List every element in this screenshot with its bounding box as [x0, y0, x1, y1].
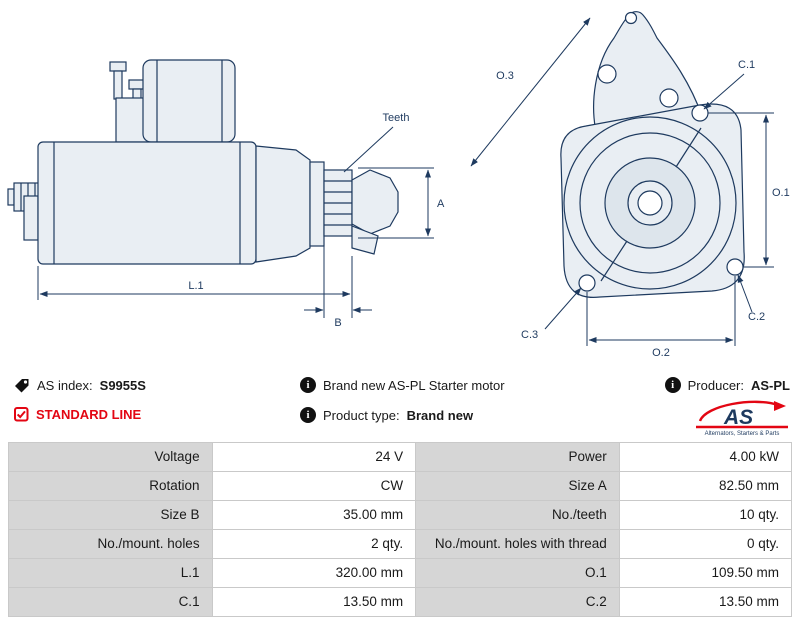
spec-table: Voltage 24 V Power 4.00 kW Rotation CW S…: [8, 442, 793, 617]
standard-line-label: STANDARD LINE: [36, 407, 142, 422]
brand-new-text: Brand new AS-PL Starter motor: [323, 377, 505, 393]
spec-label: O.1: [415, 558, 620, 588]
spec-label: Power: [415, 442, 620, 472]
spec-label: Size A: [415, 471, 620, 501]
spec-value: 320.00 mm: [211, 558, 417, 588]
spec-value: 0 qty.: [618, 529, 793, 559]
spec-label: No./mount. holes with thread: [415, 529, 620, 559]
producer-label: Producer:: [687, 377, 744, 393]
table-row: No./mount. holes 2 qty. No./mount. holes…: [8, 529, 793, 559]
standard-line-row: STANDARD LINE: [14, 407, 141, 422]
table-row: L.1 320.00 mm O.1 109.50 mm: [8, 558, 793, 588]
svg-text:AS: AS: [723, 406, 753, 429]
spec-value: 4.00 kW: [618, 442, 793, 472]
as-index-value: S9955S: [99, 377, 146, 393]
front-view-dimensions: [470, 17, 774, 346]
spec-value: CW: [211, 471, 417, 501]
tag-icon: [15, 379, 29, 393]
dim-label-c1: C.1: [738, 59, 755, 71]
table-row: Voltage 24 V Power 4.00 kW: [8, 442, 793, 472]
table-row: C.1 13.50 mm C.2 13.50 mm: [8, 587, 793, 617]
spec-value: 82.50 mm: [618, 471, 793, 501]
logo-subtext: Alternators, Starters & Parts: [705, 431, 780, 437]
spec-label: C.1: [8, 587, 213, 617]
dim-label-a: A: [437, 198, 445, 210]
producer-value: AS-PL: [751, 377, 790, 393]
spec-value: 109.50 mm: [618, 558, 793, 588]
starter-motor-diagram: Teeth A L.1 B O.3 O.1 O: [7, 11, 790, 359]
producer-row: i Producer: AS-PL: [664, 377, 790, 393]
spec-value: 2 qty.: [211, 529, 417, 559]
as-index-label: AS index:: [37, 377, 93, 393]
spec-label: C.2: [415, 587, 620, 617]
spec-label: No./teeth: [415, 500, 620, 530]
technical-drawings: Teeth A L.1 B O.3 O.1 O: [7, 11, 790, 359]
table-row: Size B 35.00 mm No./teeth 10 qty.: [8, 500, 793, 530]
dim-label-o3: O.3: [496, 70, 514, 82]
spec-label: Rotation: [8, 471, 213, 501]
dim-label-l1: L.1: [188, 280, 203, 292]
spec-value: 35.00 mm: [211, 500, 417, 530]
dim-label-o2: O.2: [652, 347, 670, 359]
spec-value: 10 qty.: [618, 500, 793, 530]
spec-label: Size B: [8, 500, 213, 530]
checkbox-icon: [14, 407, 29, 422]
spec-label: No./mount. holes: [8, 529, 213, 559]
dim-label-c2: C.2: [748, 311, 765, 323]
as-index-row: AS index: S9955S: [14, 377, 146, 393]
brand-new-row: i Brand new AS-PL Starter motor: [300, 377, 505, 393]
dim-label-b: B: [334, 317, 341, 329]
dim-label-c3: C.3: [521, 329, 538, 341]
front-view-drawing: [560, 11, 745, 298]
dim-label-teeth: Teeth: [383, 112, 410, 124]
info-icon: i: [300, 377, 316, 393]
spec-value: 24 V: [211, 442, 417, 472]
spec-label: Voltage: [8, 442, 213, 472]
product-type-row: i Product type: Brand new: [300, 407, 473, 423]
spec-value: 13.50 mm: [211, 587, 417, 617]
table-row: Rotation CW Size A 82.50 mm: [8, 471, 793, 501]
dim-label-o1: O.1: [772, 187, 790, 199]
side-view-drawing: [7, 59, 399, 265]
spec-value: 13.50 mm: [618, 587, 793, 617]
info-icon: i: [664, 377, 681, 393]
spec-label: L.1: [8, 558, 213, 588]
product-type-value: Brand new: [406, 407, 474, 423]
info-icon: i: [300, 407, 316, 423]
side-view-dimensions: [37, 126, 434, 318]
as-pl-logo: AS Alternators, Starters & Parts: [692, 399, 792, 442]
product-type-label: Product type:: [323, 407, 400, 423]
